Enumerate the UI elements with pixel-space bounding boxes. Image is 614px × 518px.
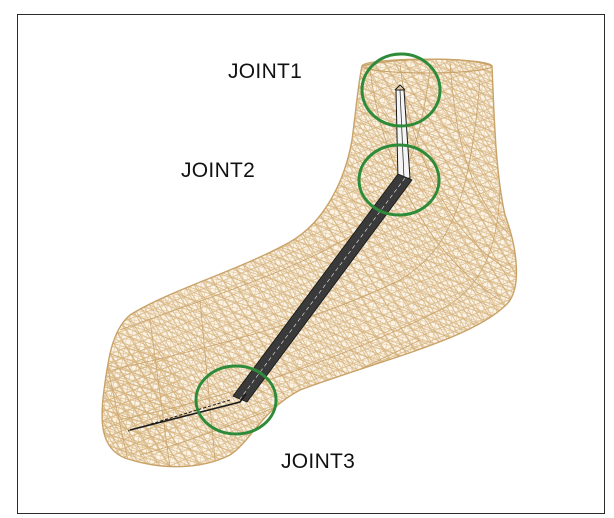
joint1-label: JOINT1 <box>228 61 302 82</box>
joint2-label: JOINT2 <box>181 160 255 181</box>
joint3-label: JOINT3 <box>281 451 355 472</box>
foot-mesh <box>90 50 530 480</box>
